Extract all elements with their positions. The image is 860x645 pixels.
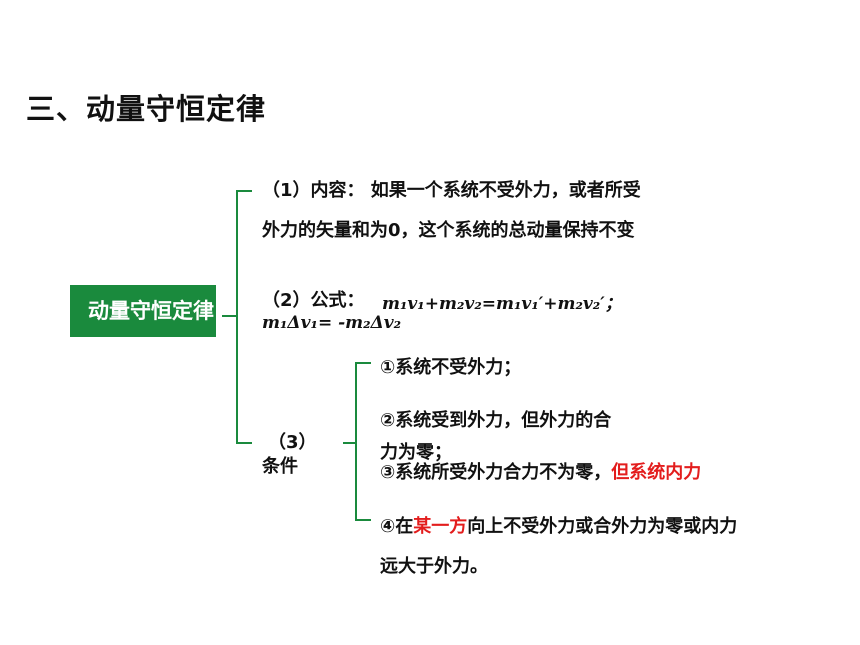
condition-4-post: 向上不受外力或合外力为零或内力	[467, 516, 738, 537]
condition-1: ①系统不受外力；	[380, 357, 522, 378]
condition-4-line-2: 远大于外力。	[380, 556, 488, 577]
condition-2-line-1: ②系统受到外力，但外力的合	[380, 410, 612, 431]
condition-2-line-2: 力为零；	[380, 442, 452, 463]
condition-4-pre: ④在	[380, 516, 414, 537]
conditions-label-text: 条件	[262, 456, 298, 477]
condition-3-highlight: 但系统内力	[611, 462, 702, 483]
formula-eq2: m₁Δv₁= -m₂Δv₂	[262, 313, 402, 333]
condition-3: ③系统所受外力合力不为零，但系统内力	[380, 462, 701, 484]
page-title: 三、动量守恒定律	[26, 92, 267, 126]
condition-4: ④在某一方向上不受外力或合外力为零或内力	[380, 516, 737, 538]
content-line-1: （1）内容： 如果一个系统不受外力，或者所受	[262, 180, 641, 201]
formula-label: （2）公式：	[262, 290, 365, 311]
condition-4-highlight: 某一方	[413, 516, 468, 537]
content-line-2: 外力的矢量和为0，这个系统的总动量保持不变	[262, 220, 635, 241]
topic-tag: 动量守恒定律	[70, 285, 216, 337]
condition-3-text: ③系统所受外力合力不为零，	[380, 462, 612, 483]
formula-eq1: m₁v₁+m₂v₂=m₁v₁′+m₂v₂′；	[382, 294, 622, 314]
conditions-label-num: （3）	[268, 432, 317, 453]
